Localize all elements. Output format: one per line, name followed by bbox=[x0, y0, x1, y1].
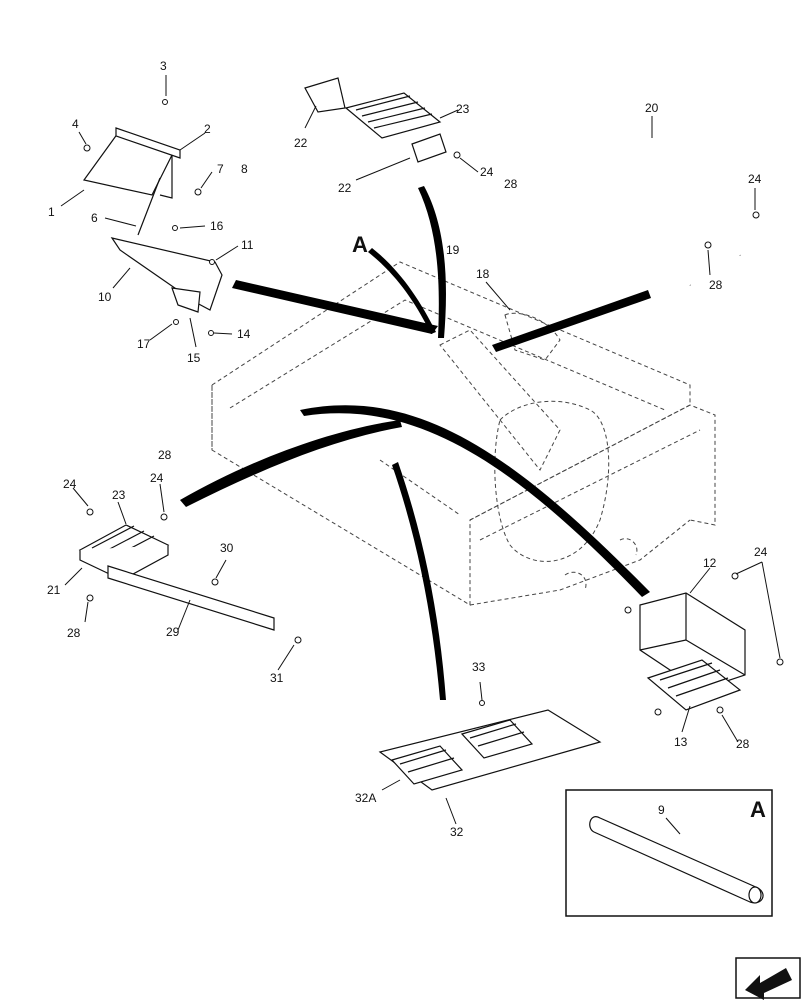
view-marker-main: A bbox=[352, 232, 368, 257]
pointer-bands bbox=[180, 186, 651, 700]
callout-28-top: 28 bbox=[504, 177, 518, 191]
callout-32a: 32A bbox=[355, 791, 376, 805]
bracket-2 bbox=[115, 127, 181, 159]
callout-28-left: 28 bbox=[158, 448, 172, 462]
callout-4: 4 bbox=[72, 117, 79, 131]
callout-14: 14 bbox=[237, 327, 251, 341]
callout-labels: 3 4 2 7 8 1 6 16 11 10 17 14 15 22 23 24… bbox=[47, 59, 768, 839]
bracket-22-lower bbox=[411, 133, 447, 163]
ladder-bracket-assembly bbox=[82, 127, 223, 313]
view-marker-inset: A bbox=[750, 797, 766, 822]
tube-9 bbox=[589, 816, 764, 904]
fasteners bbox=[83, 99, 784, 716]
callout-19: 19 bbox=[446, 243, 460, 257]
callout-18: 18 bbox=[476, 267, 490, 281]
callout-32: 32 bbox=[450, 825, 464, 839]
detail-inset-a: A 9 bbox=[565, 789, 773, 917]
step-32a-right bbox=[460, 719, 534, 759]
callout-6: 6 bbox=[91, 211, 98, 225]
machine-body bbox=[211, 261, 716, 606]
callout-22-lower: 22 bbox=[338, 181, 352, 195]
callout-28-left-b: 28 bbox=[67, 626, 81, 640]
callout-1: 1 bbox=[48, 205, 55, 219]
callout-12: 12 bbox=[703, 556, 717, 570]
bar-29 bbox=[107, 565, 275, 631]
callout-31: 31 bbox=[270, 671, 284, 685]
callout-2: 2 bbox=[204, 122, 211, 136]
band-bottom bbox=[392, 462, 446, 700]
callout-8: 8 bbox=[241, 162, 248, 176]
callout-24-top: 24 bbox=[480, 165, 494, 179]
band-upper-left bbox=[232, 280, 438, 334]
step-32a-left bbox=[390, 745, 464, 785]
step-13 bbox=[646, 659, 742, 711]
callout-20: 20 bbox=[645, 101, 659, 115]
callout-23-left: 23 bbox=[112, 488, 126, 502]
callout-24-left-b: 24 bbox=[150, 471, 164, 485]
brace-6 bbox=[137, 177, 161, 236]
band-left-step bbox=[180, 420, 402, 507]
callout-9: 9 bbox=[658, 803, 665, 817]
top-step-assembly bbox=[304, 77, 447, 163]
callout-24-rail: 24 bbox=[748, 172, 762, 186]
callout-11: 11 bbox=[241, 238, 254, 252]
callout-13: 13 bbox=[674, 735, 688, 749]
callout-33: 33 bbox=[472, 660, 486, 674]
callout-15: 15 bbox=[187, 351, 201, 365]
leader-lines bbox=[60, 75, 781, 825]
callout-17: 17 bbox=[137, 337, 151, 351]
callout-30: 30 bbox=[220, 541, 234, 555]
callout-23-top: 23 bbox=[456, 102, 470, 116]
callout-22-top: 22 bbox=[294, 136, 308, 150]
next-page-arrow-icon[interactable] bbox=[735, 957, 801, 1000]
left-step-assembly bbox=[78, 524, 275, 631]
band-top-steps bbox=[418, 186, 446, 338]
bracket-22-top bbox=[304, 77, 346, 113]
right-step-assembly bbox=[639, 592, 746, 711]
band-right bbox=[492, 290, 651, 352]
callout-29: 29 bbox=[166, 625, 180, 639]
callout-10: 10 bbox=[98, 290, 112, 304]
band-a-leader bbox=[368, 248, 436, 334]
callout-7: 7 bbox=[217, 162, 224, 176]
callout-28-rail: 28 bbox=[709, 278, 723, 292]
callout-16: 16 bbox=[210, 219, 224, 233]
callout-24-right: 24 bbox=[754, 545, 768, 559]
callout-21: 21 bbox=[47, 583, 61, 597]
bottom-step-assembly bbox=[378, 709, 602, 791]
callout-28-right: 28 bbox=[736, 737, 750, 751]
channel-10 bbox=[110, 237, 223, 311]
plate-15 bbox=[171, 287, 201, 313]
callout-3: 3 bbox=[160, 59, 167, 73]
callout-24-left-a: 24 bbox=[63, 477, 77, 491]
